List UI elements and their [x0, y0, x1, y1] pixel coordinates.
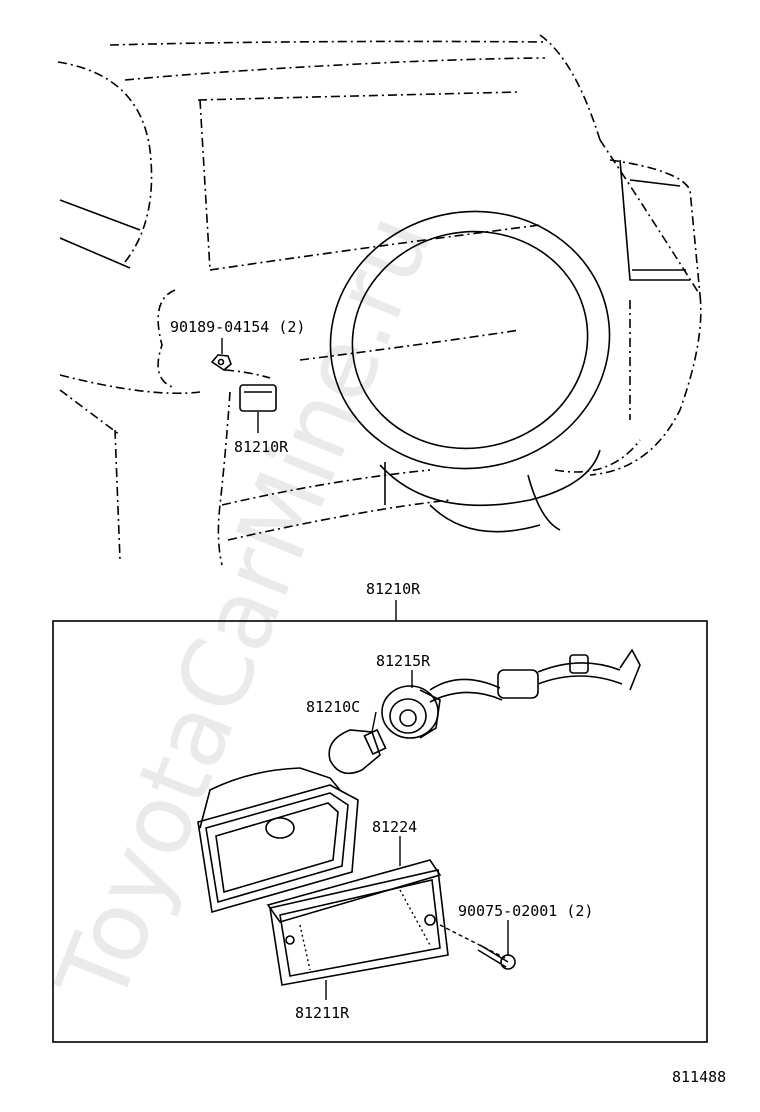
label-gasket: 81224 [372, 818, 417, 836]
label-bulb: 81210C [306, 698, 360, 716]
label-bolt-top: 90189-04154 (2) [170, 318, 305, 336]
label-assembly: 81210R [366, 580, 421, 598]
diagram-id: 811488 [672, 1068, 726, 1086]
vehicle-rear-illustration [57, 34, 702, 566]
label-screw: 90075-02001 (2) [458, 902, 593, 920]
screw [439, 924, 516, 970]
bulb-socket [381, 685, 441, 739]
lamp-housing [197, 767, 359, 914]
wire-harness [429, 648, 641, 703]
lens [269, 869, 449, 986]
label-socket: 81215R [376, 652, 431, 670]
gasket [266, 859, 442, 923]
exploded-view-frame [52, 620, 708, 1043]
bulb [328, 728, 387, 775]
label-lens: 81211R [295, 1004, 350, 1022]
label-lamp-top: 81210R [234, 438, 289, 456]
